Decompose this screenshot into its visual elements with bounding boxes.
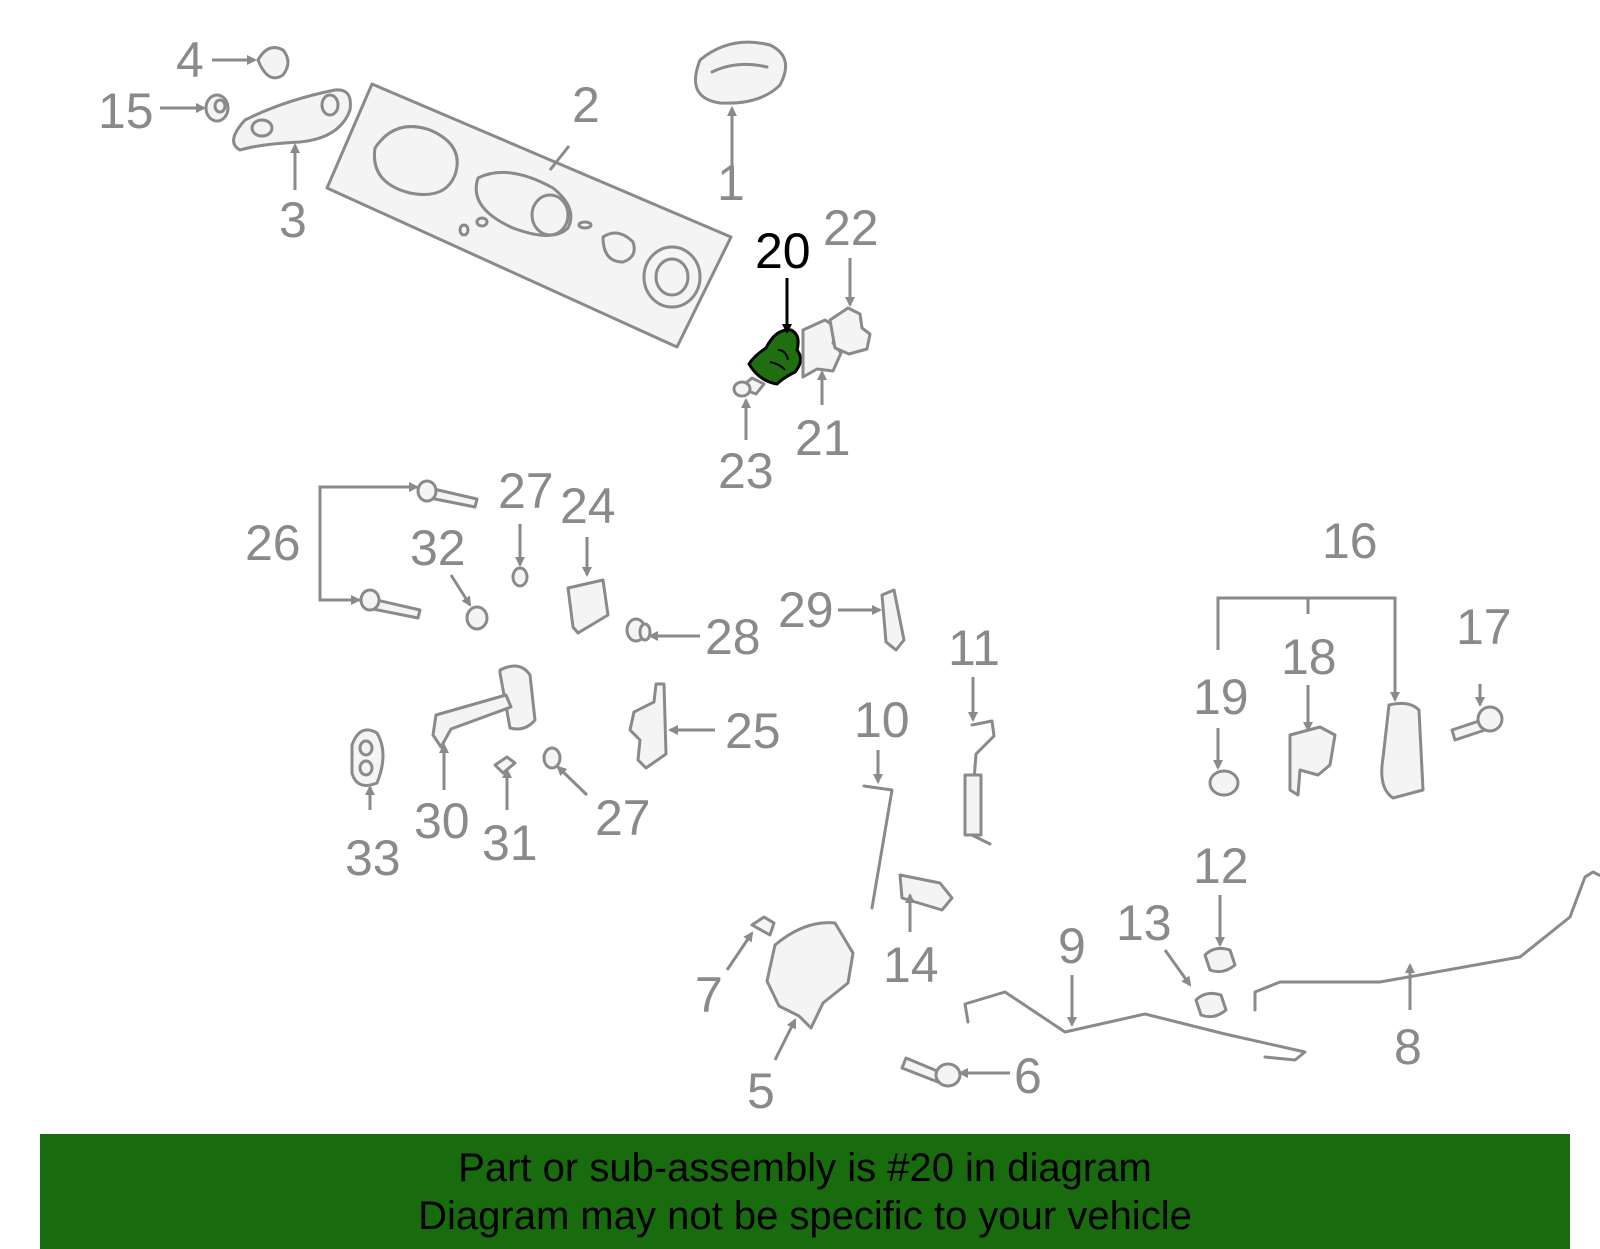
callout-7: 7 (695, 967, 723, 1023)
callout-15: 15 (98, 83, 154, 139)
part-9-rod (963, 990, 1307, 1062)
part-17-bolt (1450, 705, 1504, 742)
callout-33: 33 (345, 830, 401, 886)
part-31-clip (493, 755, 517, 775)
part-30-check-link (431, 664, 537, 749)
info-banner: Part or sub-assembly is #20 in diagram D… (40, 1134, 1570, 1249)
callout-6: 6 (1014, 1048, 1042, 1104)
callout-labels: 1 2 3 4 5 6 7 8 9 10 11 12 13 14 15 16 1… (98, 32, 1512, 1119)
callout-24: 24 (560, 478, 616, 534)
part-15-nut (204, 93, 230, 123)
callout-13: 13 (1116, 895, 1172, 951)
callout-27-lower: 27 (595, 790, 651, 846)
part-32-nut (465, 605, 489, 631)
part-26-bolts (359, 479, 479, 620)
part-5-lock (765, 921, 855, 1030)
part-23-screw (732, 376, 766, 398)
callout-29: 29 (778, 582, 834, 638)
callout-5: 5 (747, 1063, 775, 1119)
callout-18: 18 (1281, 629, 1337, 685)
part-28-clip (625, 617, 652, 643)
part-1-handle (694, 40, 788, 105)
part-3-bezel (232, 88, 352, 152)
callout-31: 31 (482, 815, 538, 871)
callout-22: 22 (823, 200, 879, 256)
part-10-rod (862, 784, 894, 910)
part-6-bolt (900, 1056, 962, 1088)
callout-8: 8 (1394, 1019, 1422, 1075)
callout-11: 11 (948, 620, 1000, 676)
callout-30: 30 (414, 793, 470, 849)
callout-14: 14 (883, 937, 939, 993)
part-33-grommet (350, 728, 385, 787)
part-11-rod (963, 719, 996, 846)
part-4-clip (256, 46, 290, 80)
part-16-latch-group (1208, 701, 1425, 800)
callout-17: 17 (1456, 599, 1512, 655)
callout-27-upper: 27 (498, 463, 554, 519)
banner-line-part-number: Part or sub-assembly is #20 in diagram (458, 1146, 1152, 1190)
part-27-clip-upper (511, 566, 529, 588)
callout-2: 2 (572, 77, 600, 133)
callout-12: 12 (1193, 838, 1249, 894)
part-2-instrument-cluster (325, 82, 733, 349)
callout-19: 19 (1193, 669, 1249, 725)
callout-20: 20 (755, 223, 811, 279)
part-8-rod (1253, 870, 1600, 1012)
callout-21: 21 (795, 410, 851, 466)
callout-23: 23 (718, 443, 774, 499)
callout-10: 10 (854, 692, 910, 748)
callout-3: 3 (279, 192, 307, 248)
callout-32: 32 (410, 520, 466, 576)
part-7-clip (750, 915, 776, 937)
leader-lines (160, 55, 1485, 1078)
callout-16: 16 (1322, 513, 1378, 569)
part-14-clip (898, 873, 954, 912)
callout-9: 9 (1058, 918, 1086, 974)
part-12-clip (1203, 946, 1237, 974)
callout-1: 1 (717, 155, 745, 211)
callout-26: 26 (245, 515, 301, 571)
part-27-clip-lower (542, 746, 562, 770)
part-20-highlighted (747, 328, 802, 386)
callout-25: 25 (725, 703, 781, 759)
part-22-bracket (828, 306, 872, 356)
part-13-clip (1194, 991, 1228, 1019)
part-24-cover (566, 578, 610, 635)
part-25-shield (628, 682, 668, 770)
part-29-bracket (880, 588, 906, 652)
callout-28: 28 (705, 609, 761, 665)
callout-4: 4 (176, 32, 204, 88)
banner-line-disclaimer: Diagram may not be specific to your vehi… (418, 1194, 1192, 1238)
